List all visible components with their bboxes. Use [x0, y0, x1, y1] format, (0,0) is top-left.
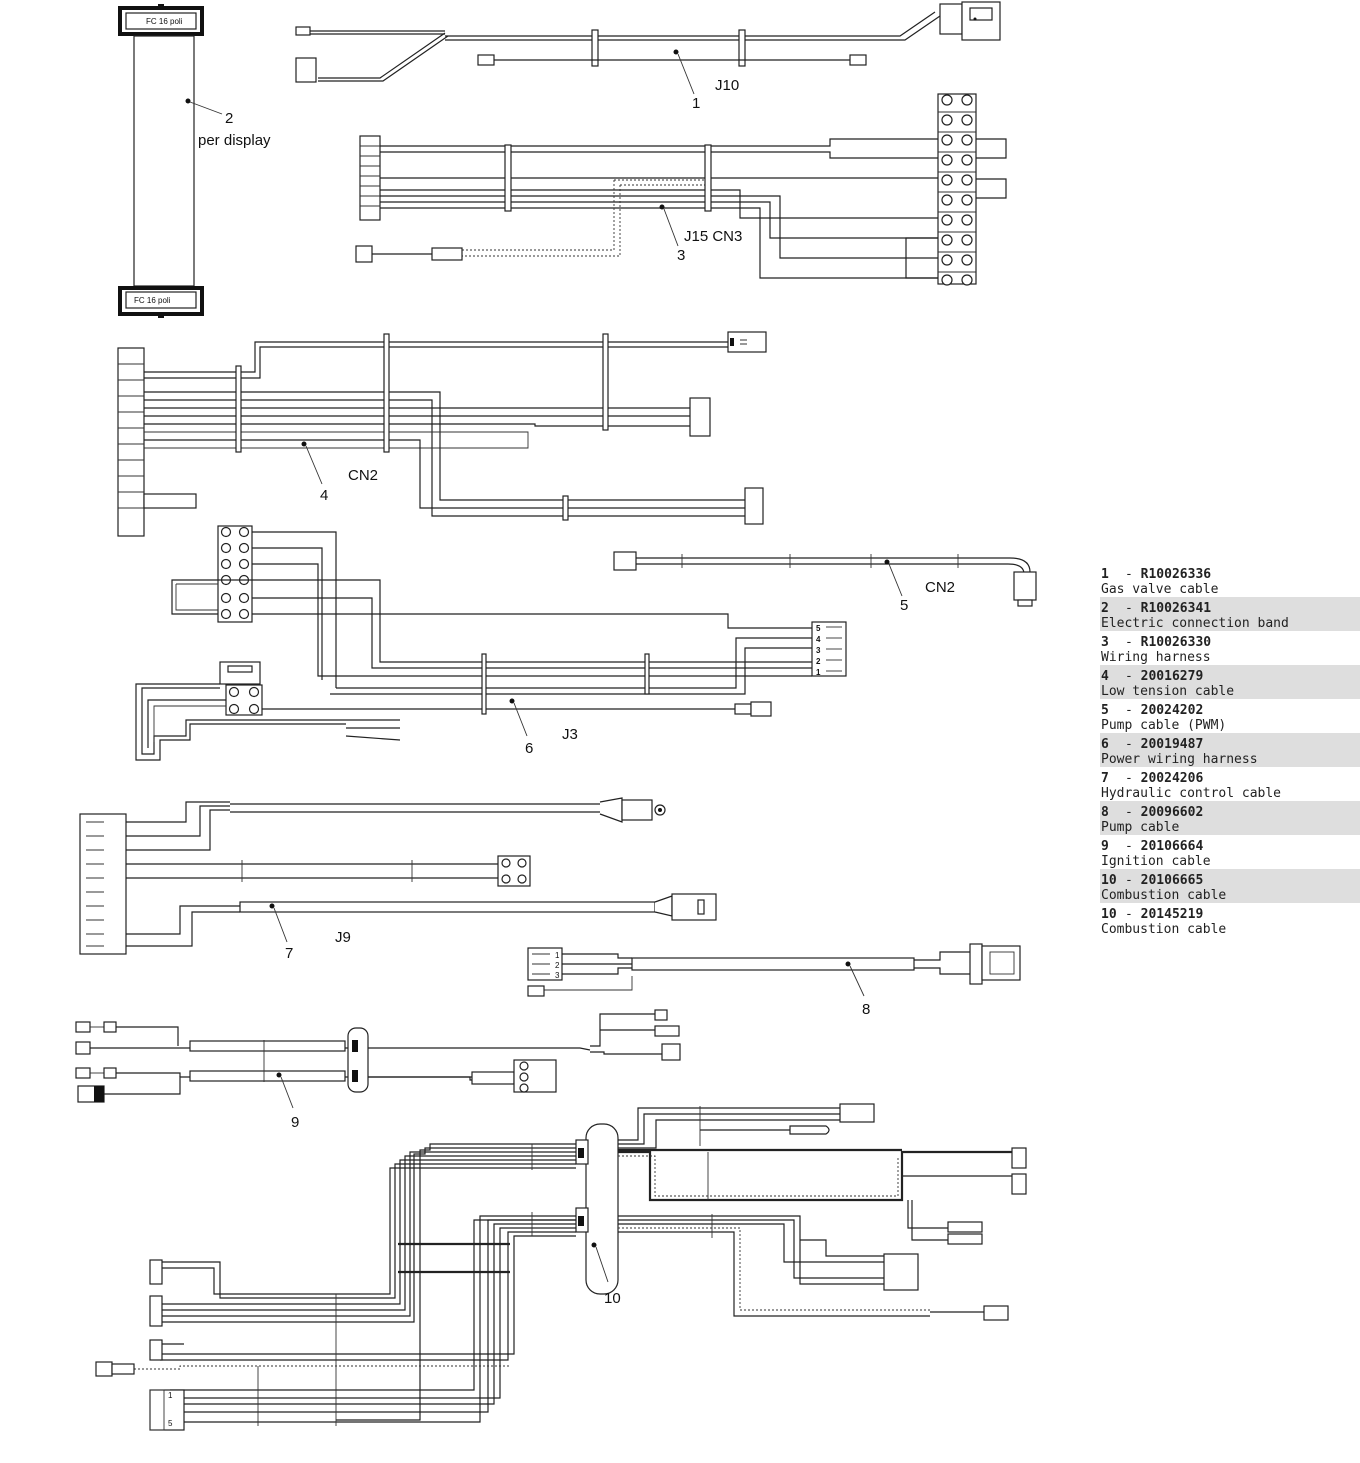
- legend-num: 9: [1101, 839, 1109, 854]
- callout-8: 8: [862, 1001, 870, 1018]
- callout-9: 9: [291, 1114, 299, 1131]
- legend-row: 5- 20024202 Pump cable (PWM): [1100, 699, 1360, 733]
- legend-num: 10: [1101, 873, 1117, 888]
- cable-5-pump-pwm: 5 CN2: [613, 551, 1037, 614]
- callout-6: 6: [525, 740, 533, 757]
- legend-num: 7: [1101, 771, 1109, 786]
- legend-code: 20145219: [1140, 907, 1204, 922]
- legend-num: 1: [1101, 567, 1109, 582]
- legend-num: 6: [1101, 737, 1109, 752]
- legend-desc: Gas valve cable: [1101, 582, 1219, 597]
- callout-1: 1: [692, 95, 700, 112]
- label-j3: J3: [562, 726, 578, 743]
- label-j9: J9: [335, 929, 351, 946]
- pin-6-a: 5: [816, 624, 821, 633]
- legend-code: 20024206: [1140, 771, 1204, 786]
- legend-row: 2- R10026341 Electric connection band: [1100, 597, 1360, 631]
- callout-7: 7: [285, 945, 293, 962]
- legend-row: 6- 20019487 Power wiring harness: [1100, 733, 1360, 767]
- callout-5: 5: [900, 597, 908, 614]
- label-cn2-a: CN2: [348, 467, 378, 484]
- connector-label-fc-bottom: FC 16 poli: [134, 296, 171, 305]
- legend-code: 20106664: [1140, 839, 1204, 854]
- legend-row: 9- 20106664 Ignition cable: [1100, 835, 1360, 869]
- legend-row: 10- 20106665 Combustion cable: [1100, 869, 1360, 903]
- callout-10: 10: [604, 1290, 621, 1307]
- legend-row: 10- 20145219 Combustion cable: [1100, 903, 1360, 937]
- label-per-display: per display: [198, 132, 271, 149]
- cable-1-gas-valve: 1 J10: [295, 1, 1001, 112]
- callout-3: 3: [677, 247, 685, 264]
- legend-desc: Hydraulic control cable: [1101, 786, 1282, 801]
- pin-8-a: 1: [555, 951, 560, 960]
- pin-10-b: 5: [168, 1419, 173, 1428]
- cable-2-connection-band: FC 16 poli FC 16 poli 2 per display: [118, 4, 271, 318]
- pin-6-e: 1: [816, 668, 821, 677]
- cable-7-hydraulic-control: 7 J9: [79, 797, 717, 962]
- legend-code: 20024202: [1140, 703, 1204, 718]
- pin-10-a: 1: [168, 1391, 173, 1400]
- legend-row: 4- 20016279 Low tension cable: [1100, 665, 1360, 699]
- pin-6-d: 2: [816, 657, 821, 666]
- legend-num: 2: [1101, 601, 1109, 616]
- legend-desc: Combustion cable: [1101, 922, 1227, 937]
- legend-num: 4: [1101, 669, 1109, 684]
- pin-6-c: 3: [816, 646, 821, 655]
- legend-desc: Power wiring harness: [1101, 752, 1258, 767]
- cable-6-power-harness: 5 4 3 2 1 6 J3: [135, 525, 847, 761]
- cable-10-combustion: 10 1 5: [95, 1103, 1027, 1431]
- legend-desc: Wiring harness: [1101, 650, 1211, 665]
- legend-code: R10026336: [1140, 567, 1212, 582]
- legend-row: 3- R10026330 Wiring harness: [1100, 631, 1360, 665]
- terminal-block-strip: [937, 93, 977, 286]
- legend-code: R10026341: [1140, 601, 1212, 616]
- legend-num: 5: [1101, 703, 1109, 718]
- wiring-diagram: FC 16 poli FC 16 poli 2 per display 1 J1…: [75, 1, 1037, 1431]
- legend-num: 10: [1101, 907, 1117, 922]
- legend-num: 8: [1101, 805, 1109, 820]
- cable-4-low-tension: 4 CN2: [117, 331, 767, 537]
- legend-code: 20019487: [1140, 737, 1204, 752]
- legend-code: 20106665: [1140, 873, 1204, 888]
- legend-row: 1- R10026336 Gas valve cable: [1100, 563, 1360, 597]
- pin-6-b: 4: [816, 635, 821, 644]
- legend-desc: Pump cable (PWM): [1101, 718, 1227, 733]
- cable-8-pump: 1 2 3 8: [527, 943, 1021, 1018]
- legend-code: 20096602: [1140, 805, 1204, 820]
- legend-desc: Combustion cable: [1101, 888, 1227, 903]
- legend-code: R10026330: [1140, 635, 1212, 650]
- cable-3-wiring-harness: 3 J15 CN3: [355, 93, 1007, 286]
- callout-2: 2: [225, 110, 233, 127]
- cable-9-ignition: 9: [75, 1009, 681, 1131]
- legend-row: 8- 20096602 Pump cable: [1100, 801, 1360, 835]
- legend-num: 3: [1101, 635, 1109, 650]
- legend-desc: Electric connection band: [1101, 616, 1289, 631]
- legend-desc: Ignition cable: [1101, 854, 1211, 869]
- label-j10: J10: [715, 77, 739, 94]
- label-j15-cn3: J15 CN3: [684, 228, 742, 245]
- pin-8-c: 3: [555, 971, 560, 980]
- legend-desc: Pump cable: [1101, 820, 1180, 835]
- pin-8-b: 2: [555, 961, 560, 970]
- label-cn2-b: CN2: [925, 579, 955, 596]
- connector-label-fc-top: FC 16 poli: [146, 17, 183, 26]
- legend-row: 7- 20024206 Hydraulic control cable: [1100, 767, 1360, 801]
- terminal-block-6: [217, 525, 253, 623]
- parts-legend: 1- R10026336 Gas valve cable 2- R1002634…: [1100, 563, 1360, 937]
- legend-code: 20016279: [1140, 669, 1204, 684]
- legend-desc: Low tension cable: [1101, 684, 1235, 699]
- callout-4: 4: [320, 487, 328, 504]
